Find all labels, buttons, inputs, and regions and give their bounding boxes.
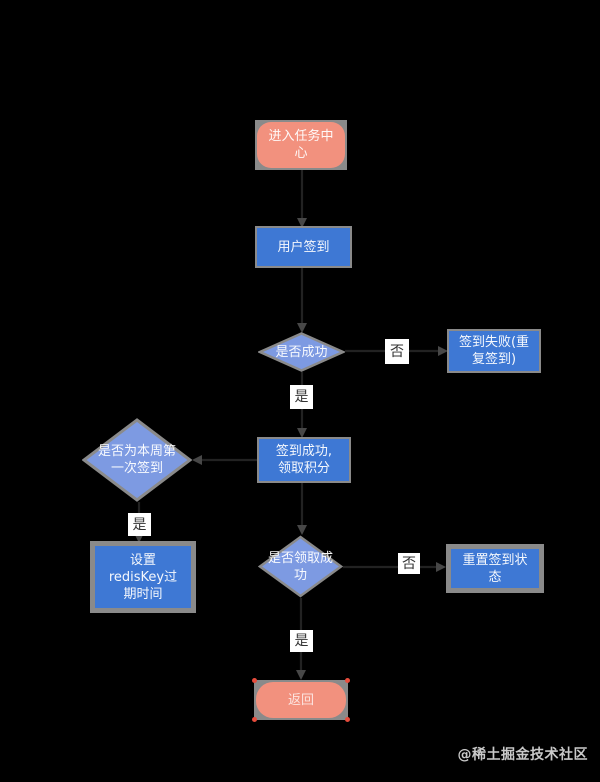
- edge-label-yes: 是: [128, 513, 151, 536]
- edge-label-text: 是: [294, 389, 309, 405]
- node-label: 是否领取成 功: [267, 550, 333, 583]
- process-shape: 设置 redisKey过 期时间: [95, 546, 191, 608]
- node-label: 重置签到状 态: [462, 552, 528, 585]
- edge-label-text: 否: [390, 343, 404, 360]
- node-label: 签到失败(重 复签到): [458, 335, 530, 367]
- node-label: 签到成功, 领取积分: [275, 444, 333, 476]
- decision-diamond-icon: [258, 332, 345, 372]
- node-is-success: 是否成功: [258, 332, 345, 372]
- process-shape: 重置签到状 态: [451, 549, 539, 588]
- process-shape: 用户签到: [257, 228, 350, 266]
- selection-handle-icon: [345, 678, 350, 683]
- node-checkin-failed: 签到失败(重 复签到): [447, 329, 541, 373]
- edge-label-no: 否: [385, 339, 409, 364]
- node-label: 是否成功: [275, 344, 328, 360]
- edge-label-yes: 是: [290, 630, 313, 652]
- selection-handle-icon: [345, 717, 350, 722]
- edge-label-text: 否: [402, 555, 416, 572]
- start-shape: 进入任务中 心: [257, 122, 345, 168]
- node-label: 进入任务中 心: [268, 129, 334, 161]
- node-label: 用户签到: [277, 239, 330, 255]
- node-reset-checkin: 重置签到状 态: [446, 544, 544, 593]
- node-label: 是否为本周第 一次签到: [97, 444, 176, 476]
- node-label: 返回: [287, 692, 314, 708]
- node-user-checkin: 用户签到: [255, 226, 352, 268]
- return-shape: 返回: [256, 682, 346, 718]
- node-claim-success: 是否领取成 功: [258, 535, 343, 598]
- node-set-redis-expire: 设置 redisKey过 期时间: [90, 541, 196, 613]
- edge-label-text: 是: [294, 633, 309, 649]
- node-checkin-success: 签到成功, 领取积分: [257, 437, 351, 483]
- node-start: 进入任务中 心: [255, 120, 347, 170]
- edge-label-text: 是: [132, 516, 147, 533]
- node-label: 设置 redisKey过 期时间: [108, 552, 178, 602]
- edge-label-no: 否: [398, 553, 420, 574]
- selection-handle-icon: [252, 678, 257, 683]
- process-shape: 签到失败(重 复签到): [449, 331, 539, 371]
- watermark: @稀土掘金技术社区: [457, 747, 588, 763]
- decision-diamond-icon: [82, 418, 192, 502]
- process-shape: 签到成功, 领取积分: [259, 439, 349, 481]
- decision-diamond-icon: [258, 535, 343, 598]
- node-first-week-checkin: 是否为本周第 一次签到: [82, 418, 192, 502]
- node-return: 返回: [252, 678, 350, 722]
- edge-label-yes: 是: [290, 385, 313, 409]
- selection-handle-icon: [252, 717, 257, 722]
